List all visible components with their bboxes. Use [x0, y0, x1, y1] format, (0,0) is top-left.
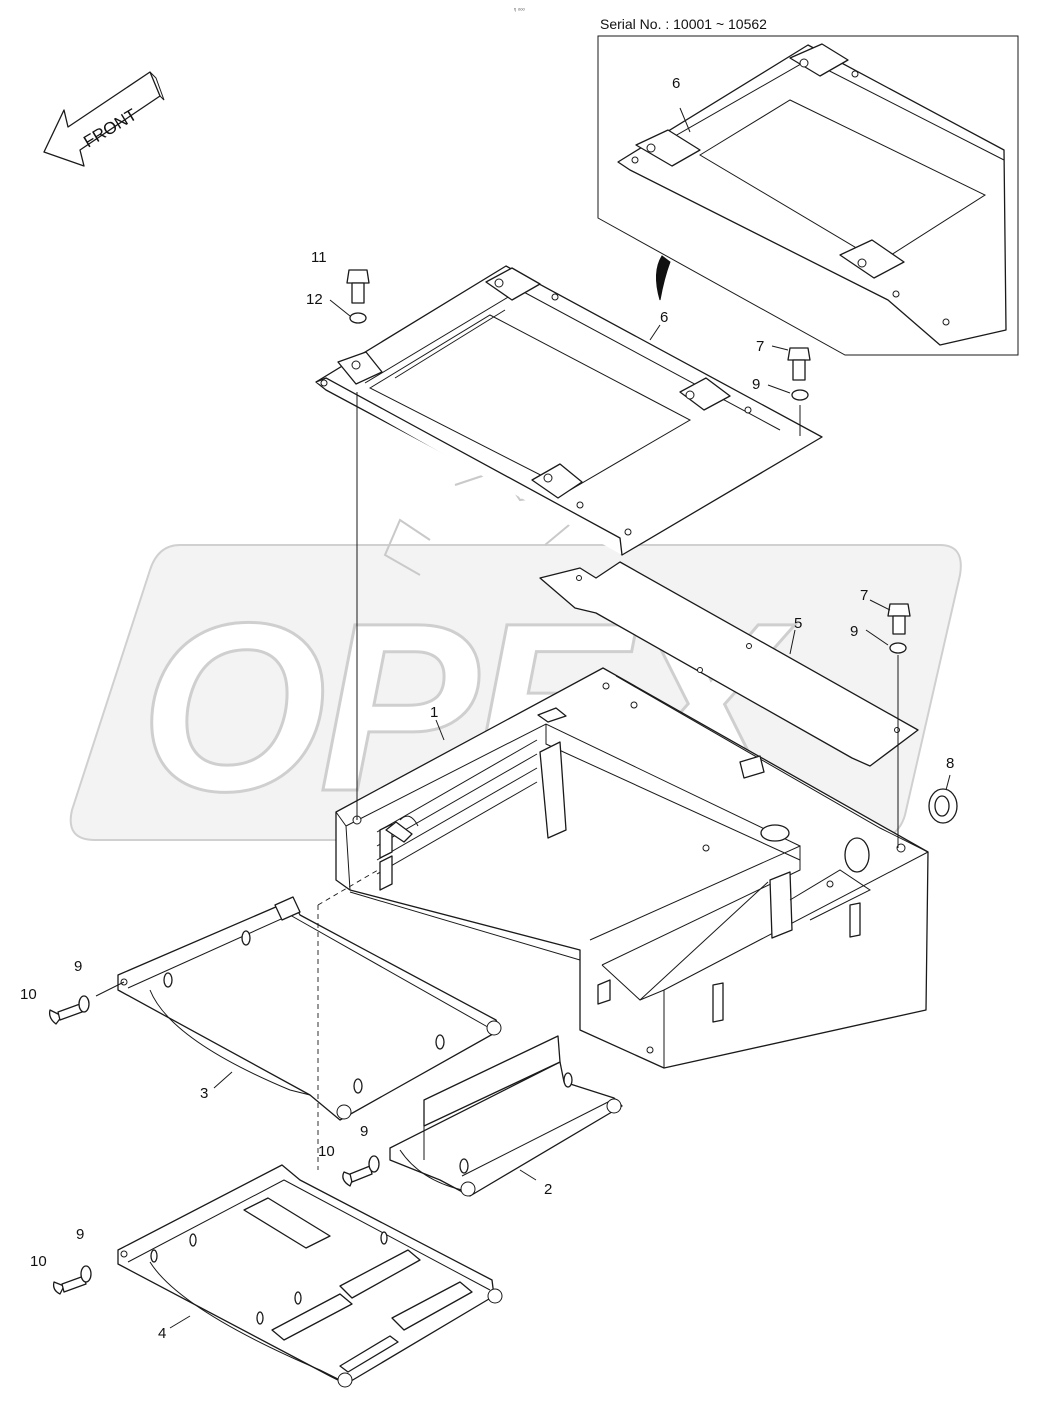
bolt-7-upper: [787, 347, 811, 381]
callouts: 11 12 6 6 7 9 7 9 5 8 1 9 10 3 9 10 2 9 …: [20, 75, 954, 1342]
front-arrow-icon: FRONT: [43, 71, 165, 167]
part-6-top-plate: [315, 265, 823, 556]
bolt-10-upper: [48, 995, 90, 1025]
bolt-11: [346, 269, 370, 304]
callout-11: 11: [311, 249, 327, 266]
washer-9-right: [889, 642, 907, 654]
part-4-bracket: [117, 1164, 503, 1388]
callout-8: 8: [946, 755, 954, 772]
bolt-10-lower: [52, 1265, 92, 1295]
part-3-bracket: [117, 896, 502, 1121]
callout-2: 2: [544, 1181, 552, 1198]
washer-9-upper: [791, 389, 809, 401]
washer-12: [349, 312, 367, 324]
callout-1: 1: [430, 704, 438, 721]
callout-9-right: 9: [850, 623, 858, 640]
callout-7-lower: 7: [860, 587, 868, 604]
bolt-10-middle: [342, 1155, 380, 1187]
callout-5: 5: [794, 615, 802, 632]
bolt-7-lower: [887, 603, 911, 635]
callout-10-lower: 10: [30, 1253, 47, 1270]
callout-3: 3: [200, 1085, 208, 1102]
callout-7-upper: 7: [756, 338, 764, 355]
serial-note: Serial No. : 10001 ~ 10562: [600, 16, 767, 32]
part-8-grommet: [928, 788, 958, 824]
assembly-lines: [95, 392, 899, 1170]
serial-inset: Serial No. : 10001 ~ 10562: [597, 16, 1019, 356]
callout-6: 6: [660, 309, 668, 326]
callout-12: 12: [306, 291, 323, 308]
leader-lines: [169, 107, 951, 1329]
part-5-strip-plate: [539, 561, 919, 767]
callout-6-inset: 6: [672, 75, 680, 92]
callout-4: 4: [158, 1325, 166, 1342]
part-2-bracket: [389, 1035, 623, 1197]
callout-9-left-lower: 9: [76, 1226, 84, 1243]
top-mark: ᵑ ᵒᵒᵒ: [514, 8, 525, 14]
inset-plate: [617, 43, 1007, 346]
callout-9-middle: 9: [360, 1123, 368, 1140]
callout-10-upper: 10: [20, 986, 37, 1003]
callout-10-middle: 10: [318, 1143, 335, 1160]
callout-9-upper: 9: [752, 376, 760, 393]
callout-9-left-upper: 9: [74, 958, 82, 975]
